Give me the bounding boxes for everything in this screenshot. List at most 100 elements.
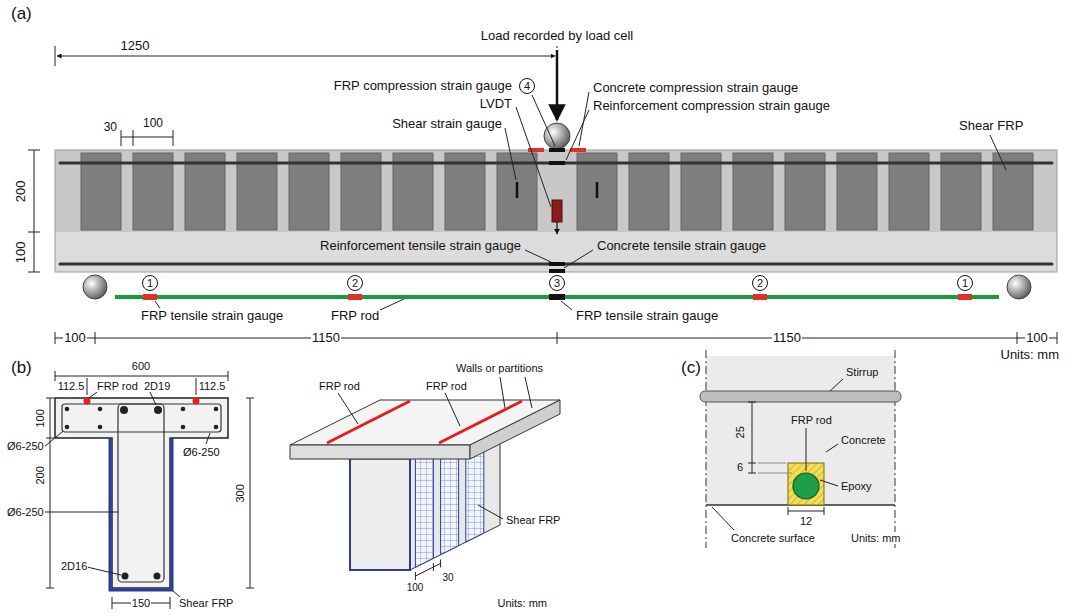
- load-point: [544, 50, 570, 149]
- dimension-label: 30: [103, 121, 118, 135]
- stirrup-label: Ø6-250: [6, 506, 45, 519]
- callout-circle: 4: [519, 78, 535, 94]
- shear-frp-strip: [577, 153, 617, 230]
- callout-number: 1: [147, 278, 153, 289]
- steel-reinforcement: [60, 162, 1052, 165]
- dimension-label: 1150: [311, 331, 341, 346]
- dimension-label: 600: [131, 360, 151, 373]
- units-note: Units: mm: [497, 597, 549, 610]
- dimension-label: 200: [15, 179, 30, 203]
- t-section: [55, 398, 228, 591]
- dimension-line: [557, 46, 558, 48]
- gauge-label: FRP compression strain gauge: [333, 79, 513, 94]
- part-label: Concrete surface: [730, 532, 816, 545]
- dimension-line: [557, 332, 558, 344]
- beam-sketch: [415, 447, 433, 567]
- load-point: [556, 50, 559, 120]
- part-label: FRP rod: [425, 380, 468, 393]
- leader-line: [830, 379, 843, 391]
- dimension-label: 6: [736, 461, 744, 474]
- strain-gauge: [348, 294, 362, 300]
- leader-line: [338, 377, 532, 580]
- panel-label: (c): [680, 358, 702, 378]
- dimension-line: [133, 130, 134, 146]
- dimension-label: 100: [406, 582, 425, 594]
- lvdt: [552, 200, 562, 222]
- shear-frp-strip: [889, 153, 929, 230]
- leader-line: [579, 92, 589, 146]
- leader-line: [433, 563, 440, 567]
- shear-frp-strip: [941, 153, 981, 230]
- dimension-label: 100: [15, 240, 30, 264]
- shear-frp-strip: [785, 153, 825, 230]
- callout-circle: 3: [549, 275, 565, 291]
- dimension-label: 100: [142, 117, 164, 131]
- dimension-line: [170, 597, 171, 609]
- dimension-line: [196, 378, 197, 395]
- frp-rod: [115, 295, 999, 299]
- dimension-line: [55, 376, 228, 377]
- dimension-line: [55, 332, 56, 344]
- t-section: [154, 406, 162, 414]
- leader-line: [500, 377, 505, 408]
- gauge-label: FRP tensile strain gauge: [140, 309, 284, 324]
- leader-line: [505, 128, 516, 180]
- leader-line: [532, 95, 555, 146]
- dimension-line: [752, 402, 753, 473]
- leader-line: [566, 110, 589, 160]
- leader-line: [206, 433, 210, 444]
- callout-number: 3: [554, 278, 560, 289]
- part-label: Walls or partitions: [455, 362, 544, 375]
- gauge-label: Reinforcement tensile strain gauge: [319, 239, 522, 254]
- shear-frp-strip: [341, 153, 381, 230]
- steel-reinforcement: [60, 163, 1052, 264]
- load-point: [544, 123, 570, 149]
- strain-gauge: [516, 182, 519, 198]
- gauge-label: Concrete tensile strain gauge: [596, 239, 767, 254]
- leader-line: [44, 392, 210, 597]
- shear-frp-strip: [497, 153, 537, 230]
- leader-line: [712, 507, 734, 530]
- strain-gauge: [549, 148, 565, 152]
- leader-line: [445, 393, 460, 426]
- shear-frp-strip: [445, 153, 485, 230]
- dimension-line: [50, 398, 51, 588]
- leader-line: [89, 392, 97, 398]
- t-section: [65, 406, 219, 580]
- gauge-label: FRP tensile strain gauge: [575, 309, 719, 324]
- t-section: [122, 573, 129, 580]
- dimension-label: 200: [34, 465, 47, 485]
- leader-line: [820, 480, 838, 486]
- dimension-line: [34, 150, 35, 272]
- beam-sketch: [350, 459, 410, 570]
- leader-line: [561, 301, 572, 310]
- strain-gauge: [143, 148, 972, 300]
- part-label: Shear FRP: [178, 597, 234, 610]
- leader-line: [478, 505, 503, 519]
- dimension-line: [28, 150, 40, 151]
- dimension-line: [173, 130, 174, 146]
- strain-gauge: [570, 148, 586, 152]
- dimension-label: 30: [441, 572, 454, 584]
- support-roller: [1007, 275, 1031, 299]
- callout-circle: 2: [347, 275, 363, 291]
- part-label: Shear FRP: [958, 119, 1024, 134]
- strain-gauge: [549, 294, 565, 300]
- strain-gauge: [549, 262, 565, 266]
- rebar-label: 2D16: [60, 560, 88, 573]
- leader-line: [990, 135, 1006, 170]
- callout-number: 1: [962, 278, 968, 289]
- dimension-line: [246, 398, 254, 399]
- nsm-detail: [706, 350, 707, 548]
- dimension-line: [112, 597, 113, 609]
- t-section: [55, 398, 228, 588]
- t-section: [98, 425, 103, 430]
- dimension-line: [28, 46, 1057, 344]
- t-section: [65, 407, 70, 412]
- strain-gauge: [958, 294, 972, 300]
- dimension-line: [121, 130, 122, 146]
- shear-frp-strip: [993, 153, 1033, 230]
- dimension-line: [28, 272, 40, 273]
- callout-number: 2: [352, 278, 358, 289]
- leader-line: [155, 92, 1006, 310]
